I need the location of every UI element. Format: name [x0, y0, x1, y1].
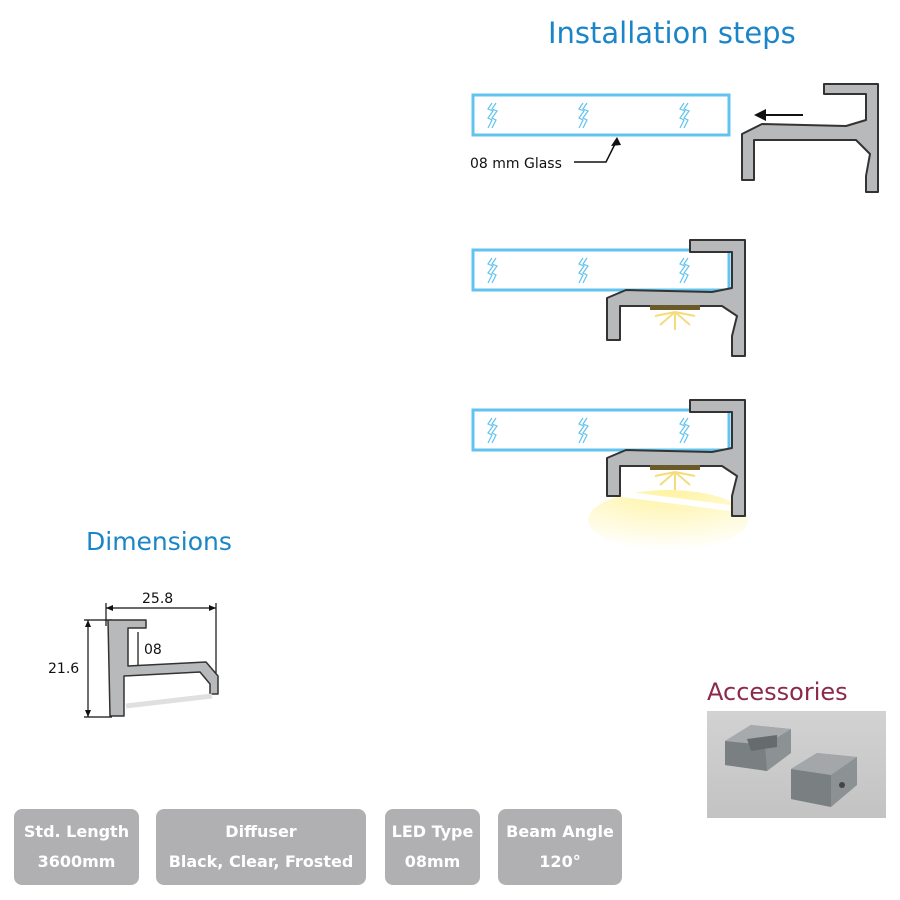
- profile-step-2: [606, 239, 746, 357]
- spec-label: Std. Length: [23, 822, 130, 841]
- height-dimension-label: 21.6: [48, 661, 79, 677]
- spec-value: 08mm: [404, 852, 461, 871]
- dimension-diffuser: [125, 693, 213, 709]
- spec-value: 3600mm: [37, 852, 116, 871]
- glass-label: 08 mm Glass: [470, 156, 562, 172]
- glass-label-arrowhead: [611, 137, 621, 146]
- accessories-photo: [707, 711, 886, 818]
- glass-break-marks: [487, 257, 690, 284]
- glass-label-arrow: [574, 139, 618, 163]
- glass-break-marks: [487, 102, 690, 129]
- spec-label: Diffuser: [225, 822, 297, 841]
- gap-dimension-label: 08: [144, 642, 162, 658]
- spec-badge-led-type: LED Type 08mm: [385, 809, 480, 885]
- step-1: 08 mm Glass: [470, 83, 879, 193]
- spec-badge-diffuser: Diffuser Black, Clear, Frosted: [156, 809, 366, 885]
- spec-label: Beam Angle: [506, 822, 614, 841]
- end-cap-open: [725, 725, 791, 771]
- insert-arrowhead: [754, 109, 766, 121]
- installation-steps-title: Installation steps: [548, 16, 796, 50]
- glass-panel: [471, 408, 731, 452]
- spec-badge-std-length: Std. Length 3600mm: [14, 809, 139, 885]
- dimensions-title: Dimensions: [86, 527, 232, 556]
- diffuser: [621, 491, 731, 511]
- spec-label: LED Type: [391, 822, 474, 841]
- profile-step-1: [741, 83, 879, 193]
- step-3: [471, 399, 748, 550]
- light-rays: [654, 311, 696, 330]
- end-caps-image: [725, 725, 857, 807]
- spec-value: 120°: [539, 852, 581, 871]
- glass-break-marks: [487, 417, 690, 444]
- led-strip: [650, 465, 700, 470]
- spec-value: Black, Clear, Frosted: [168, 852, 354, 871]
- spec-badge-beam-angle: Beam Angle 120°: [498, 809, 622, 885]
- profile-step-3: [606, 399, 746, 517]
- light-rays: [654, 471, 696, 490]
- led-strip: [650, 305, 700, 310]
- dimension-arrowheads: [85, 605, 216, 717]
- end-cap-closed: [791, 753, 857, 807]
- width-dimension-label: 25.8: [142, 591, 173, 607]
- accessories-title: Accessories: [707, 678, 848, 706]
- step-2: [471, 239, 746, 357]
- dimension-profile: [107, 619, 219, 717]
